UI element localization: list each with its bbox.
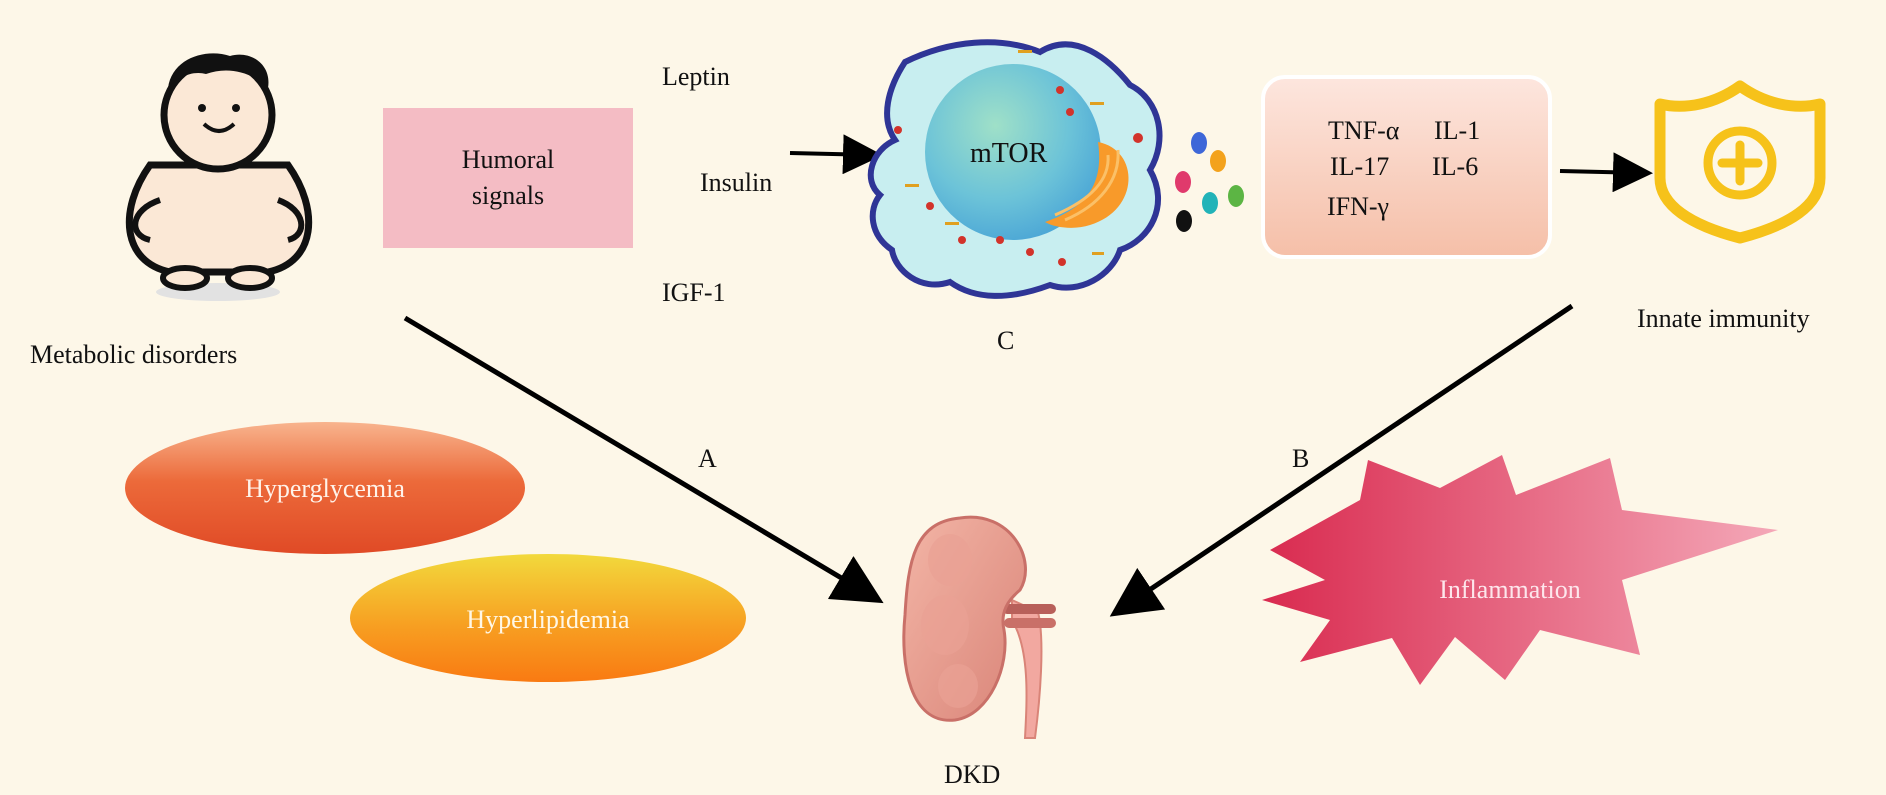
pathway-a-label: A bbox=[698, 444, 717, 473]
leptin-label: Leptin bbox=[662, 62, 730, 91]
insulin-arrow bbox=[789, 134, 883, 175]
humoral-line-2: signals bbox=[471, 181, 545, 210]
innate-immunity-caption: Innate immunity bbox=[1637, 304, 1810, 333]
hyperglycemia-label: Hyperglycemia bbox=[245, 474, 405, 503]
inflammation-starburst bbox=[1262, 455, 1778, 685]
immunity-arrow bbox=[1559, 152, 1653, 193]
humoral-line-1: Humoral bbox=[461, 145, 555, 174]
cell-icon bbox=[867, 39, 1163, 299]
humoral-signals-label: Humoral signals bbox=[383, 142, 633, 214]
tnf-alpha-label: TNF-α bbox=[1328, 116, 1400, 145]
inflammation-label: Inflammation bbox=[1439, 575, 1581, 604]
igf1-label: IGF-1 bbox=[662, 278, 726, 307]
obese-person-icon bbox=[125, 53, 313, 301]
insulin-label: Insulin bbox=[700, 168, 773, 197]
pathway-b-label: B bbox=[1292, 444, 1310, 473]
metabolic-disorders-caption: Metabolic disorders bbox=[30, 340, 238, 369]
cytokine-molecules-icon bbox=[1175, 132, 1244, 232]
pathway-b-arrow bbox=[1109, 303, 1574, 617]
dkd-caption: DKD bbox=[944, 760, 1001, 789]
humoral-signals-box bbox=[383, 108, 633, 248]
kidney-icon bbox=[902, 515, 1056, 739]
mtor-label: mTOR bbox=[970, 138, 1048, 169]
shield-icon bbox=[1654, 80, 1826, 244]
cell-caption: C bbox=[997, 326, 1015, 355]
hyperglycemia-ellipse bbox=[125, 422, 525, 554]
il6-label: IL-6 bbox=[1432, 152, 1479, 181]
il1-label: IL-1 bbox=[1434, 116, 1481, 145]
ifn-gamma-label: IFN-γ bbox=[1327, 192, 1390, 221]
hyperlipidemia-ellipse bbox=[350, 554, 746, 682]
pathway-a-arrow bbox=[403, 315, 884, 604]
il17-label: IL-17 bbox=[1330, 152, 1390, 181]
hyperlipidemia-label: Hyperlipidemia bbox=[466, 605, 630, 634]
cytokines-box bbox=[1261, 75, 1552, 259]
